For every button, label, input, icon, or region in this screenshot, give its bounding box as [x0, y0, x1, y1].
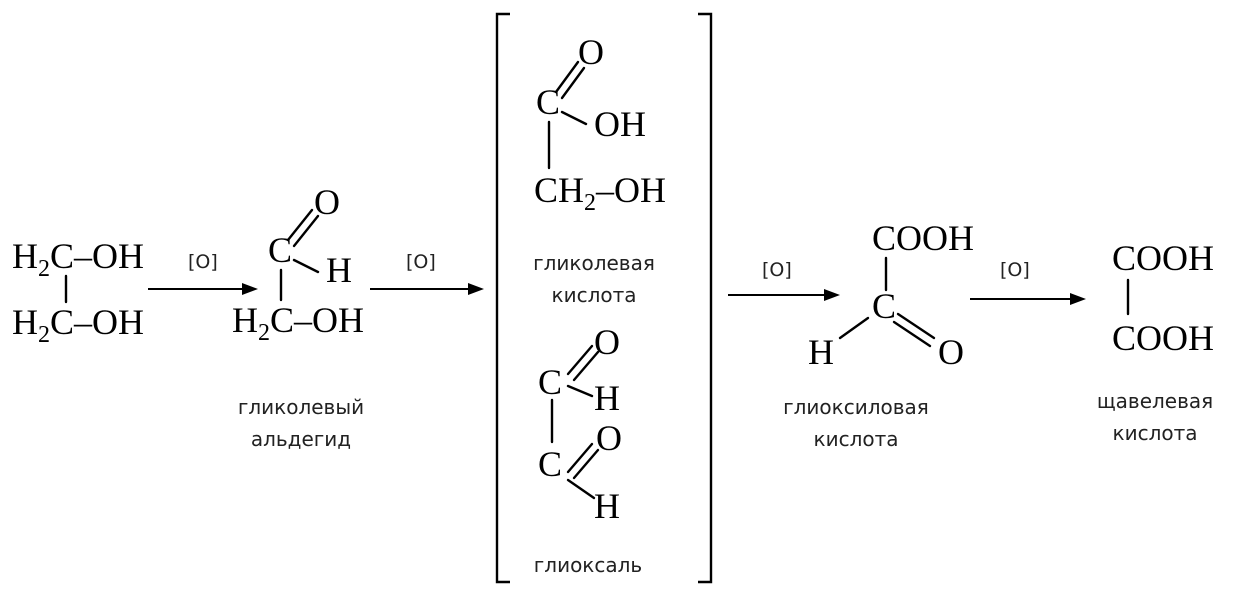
oxalic-cooh-bottom: COOH	[1112, 318, 1214, 358]
glyoxal-carbon-2: C	[538, 444, 562, 484]
reaction-arrow-4: [O]	[970, 259, 1086, 305]
reaction-arrow-3: [O]	[728, 259, 840, 301]
glyoxylic-caption-1: глиоксиловая	[783, 395, 929, 419]
glycolic-aldehyde: O C H H2C–OH гликолевый альдегид	[232, 182, 364, 451]
glyoxal-hydrogen-2: H	[594, 486, 620, 526]
glyoxylic-acid: COOH C H O глиоксиловая кислота	[783, 218, 974, 451]
glyoxal-oxygen-1: O	[594, 322, 620, 362]
acid-caption-2: кислота	[552, 283, 637, 307]
glycol-row2: H2C–OH	[12, 302, 144, 348]
glycol-row1: H2C–OH	[12, 236, 144, 282]
intermediates-bracket	[495, 12, 713, 584]
glyoxal-oxygen-2: O	[596, 418, 622, 458]
oxidant-label-1: [O]	[188, 251, 218, 273]
oxalic-cooh-top: COOH	[1112, 238, 1214, 278]
glyoxylic-hydrogen: H	[808, 332, 834, 372]
glyoxylic-caption-2: кислота	[814, 427, 899, 451]
oxalic-acid: COOH COOH щавелевая кислота	[1097, 238, 1214, 445]
aldehyde-caption-2: альдегид	[251, 427, 351, 451]
glyoxal: O C H O C H глиоксаль	[534, 322, 642, 577]
reaction-arrow-2: [O]	[370, 251, 484, 295]
glycolic-acid: O C OH CH2–OH гликолевая кислота	[533, 32, 666, 307]
glyoxylic-carbon: C	[872, 286, 896, 326]
glyoxal-hydrogen-1: H	[594, 378, 620, 418]
acid-caption-1: гликолевая	[533, 251, 655, 275]
acid-hydroxyl: OH	[594, 104, 646, 144]
ethylene-glycol: H2C–OH H2C–OH	[12, 236, 144, 348]
acid-carbon: C	[536, 82, 560, 122]
aldehyde-caption-1: гликолевый	[238, 395, 364, 419]
acid-ch2-oh: CH2–OH	[534, 170, 666, 216]
glyoxylic-cooh: COOH	[872, 218, 974, 258]
glyoxal-caption: глиоксаль	[534, 553, 642, 577]
reaction-arrow-1: [O]	[148, 251, 258, 295]
glyoxal-carbon-1: C	[538, 362, 562, 402]
oxidant-label-4: [O]	[1000, 259, 1030, 281]
acid-oxygen: O	[578, 32, 604, 72]
glyoxylic-oxygen: O	[938, 332, 964, 372]
oxidant-label-3: [O]	[762, 259, 792, 281]
oxidant-label-2: [O]	[406, 251, 436, 273]
aldehyde-hydrogen: H	[326, 250, 352, 290]
aldehyde-carbon: C	[268, 230, 292, 270]
aldehyde-ch2-oh: H2C–OH	[232, 300, 364, 346]
oxalic-caption-2: кислота	[1113, 421, 1198, 445]
oxalic-caption-1: щавелевая	[1097, 389, 1213, 413]
